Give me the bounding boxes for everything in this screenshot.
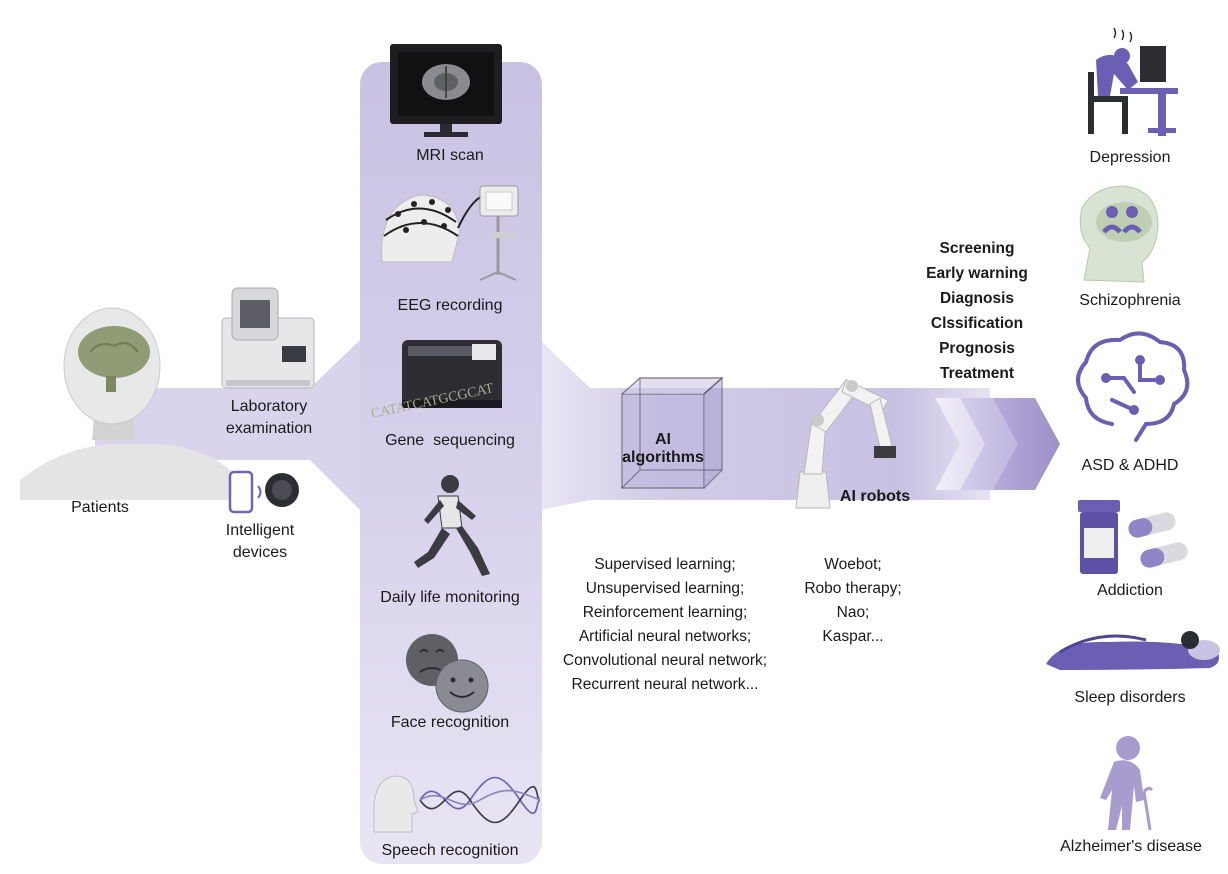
speaking-head-icon (373, 775, 419, 833)
list-item: Prognosis (939, 340, 1015, 357)
mri-monitor-icon (390, 44, 502, 137)
list-item: Unsupervised learning; (585, 580, 745, 597)
eeg-recording-label: EEG recording (397, 297, 503, 314)
brain-circuit-icon (1076, 331, 1190, 442)
list-item: Clssification (930, 315, 1024, 332)
asd-adhd-label: ASD & ADHD (1081, 457, 1179, 474)
speech-recognition-label: Speech recognition (381, 842, 519, 859)
elderly-person-icon (1100, 736, 1154, 831)
list-item: Woebot; (824, 556, 882, 573)
gene-sequencer-icon (402, 340, 502, 408)
capsule-icon (1128, 512, 1188, 568)
list-item: Treatment (939, 365, 1015, 382)
list-item: Convolutional neural network; (562, 652, 768, 669)
ai-algorithms-line1: AI (655, 431, 671, 448)
ai-robots-label: AI robots (839, 488, 911, 505)
list-item: Robo therapy; (804, 580, 902, 597)
gene-sequencing-label: Gene sequencing (385, 432, 515, 449)
list-item: Artificial neural networks; (578, 628, 752, 645)
smartwatch-icon (257, 473, 299, 507)
schizophrenia-head-icon (1079, 185, 1159, 283)
schizophrenia-label: Schizophrenia (1079, 292, 1181, 309)
laboratory-examination-label: Laboratory examination (225, 398, 313, 437)
patient-head-icon (20, 307, 240, 500)
patients-label: Patients (71, 499, 129, 516)
eeg-machine-icon (479, 185, 519, 281)
list-item: Diagnosis (939, 290, 1015, 307)
sleeping-person-icon (1046, 631, 1220, 670)
depression-label: Depression (1089, 149, 1171, 166)
robot-arm-icon (795, 379, 896, 509)
ai-cube-icon (621, 376, 724, 489)
phone-icon (228, 470, 254, 514)
smiling-face-icon (435, 659, 489, 713)
list-item: Supervised learning; (594, 556, 736, 573)
runner-icon (414, 475, 490, 576)
list-item: Nao; (836, 604, 870, 621)
depression-icon (1088, 27, 1178, 136)
daily-life-monitoring-label: Daily life monitoring (380, 589, 520, 606)
eeg-cap-icon (381, 194, 493, 263)
intelligent-devices-label: Intelligent devices (225, 522, 295, 561)
ai-methods-list: Supervised learning; Unsupervised learni… (540, 553, 790, 697)
ai-algorithms-line2: algorithms (622, 449, 704, 466)
alzheimers-label: Alzheimer's disease (1060, 838, 1202, 855)
list-item: Reinforcement learning; (582, 604, 748, 621)
list-item: Early warning (926, 265, 1028, 282)
sound-wave-icon (419, 776, 541, 824)
pill-bottle-icon (1078, 500, 1120, 574)
list-item: Screening (939, 240, 1015, 257)
chevron-arrows (935, 398, 1060, 490)
robot-examples-list: Woebot; Robo therapy; Nao; Kaspar... (788, 553, 918, 649)
clinical-tasks-list: Screening Early warning Diagnosis Clssif… (902, 236, 1052, 386)
list-item: Kaspar... (822, 628, 884, 645)
list-item: Recurrent neural network... (571, 676, 759, 693)
mri-scan-label: MRI scan (416, 147, 484, 164)
laboratory-machine-icon (221, 287, 315, 389)
face-recognition-label: Face recognition (390, 714, 510, 731)
addiction-label: Addiction (1097, 582, 1163, 599)
sleep-disorders-label: Sleep disorders (1074, 689, 1186, 706)
ai-algorithms-label: AI algorithms (622, 431, 704, 467)
data-source-column (360, 62, 542, 864)
